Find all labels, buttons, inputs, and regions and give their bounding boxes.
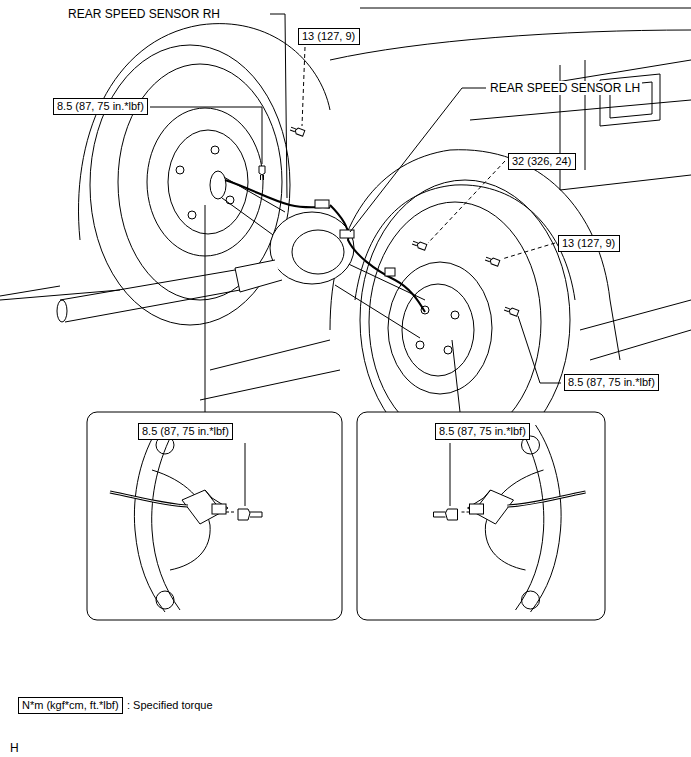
legend-text: : Specified torque: [126, 699, 214, 712]
part-name: REAR SPEED SENSOR LH: [488, 81, 642, 95]
part-name: REAR SPEED SENSOR RH: [66, 7, 222, 21]
torque-value: 8.5 (87, 75 in.*lbf): [57, 100, 144, 113]
torque-value: 32 (326, 24): [512, 155, 571, 168]
torque-legend-box: N*m (kgf*cm, ft.*lbf): Specified torque: [18, 697, 123, 714]
torque-value: 8.5 (87, 75 in.*lbf): [439, 425, 526, 438]
torque-box: 13 (127, 9): [298, 28, 360, 45]
torque-box: 8.5 (87, 75 in.*lbf): [53, 98, 148, 115]
torque-value: 13 (127, 9): [302, 30, 355, 43]
torque-box: 8.5 (87, 75 in.*lbf): [435, 423, 530, 440]
torque-box: 32 (326, 24): [508, 153, 576, 170]
torque-value: 8.5 (87, 75 in.*lbf): [568, 376, 655, 389]
torque-value: N*m (kgf*cm, ft.*lbf): [22, 699, 119, 712]
torque-box: 13 (127, 9): [558, 235, 620, 252]
torque-value: 8.5 (87, 75 in.*lbf): [142, 425, 229, 438]
torque-value: 13 (127, 9): [562, 237, 615, 250]
figure-code: H: [8, 741, 21, 755]
torque-box: 8.5 (87, 75 in.*lbf): [564, 374, 659, 391]
torque-box: 8.5 (87, 75 in.*lbf): [138, 423, 233, 440]
